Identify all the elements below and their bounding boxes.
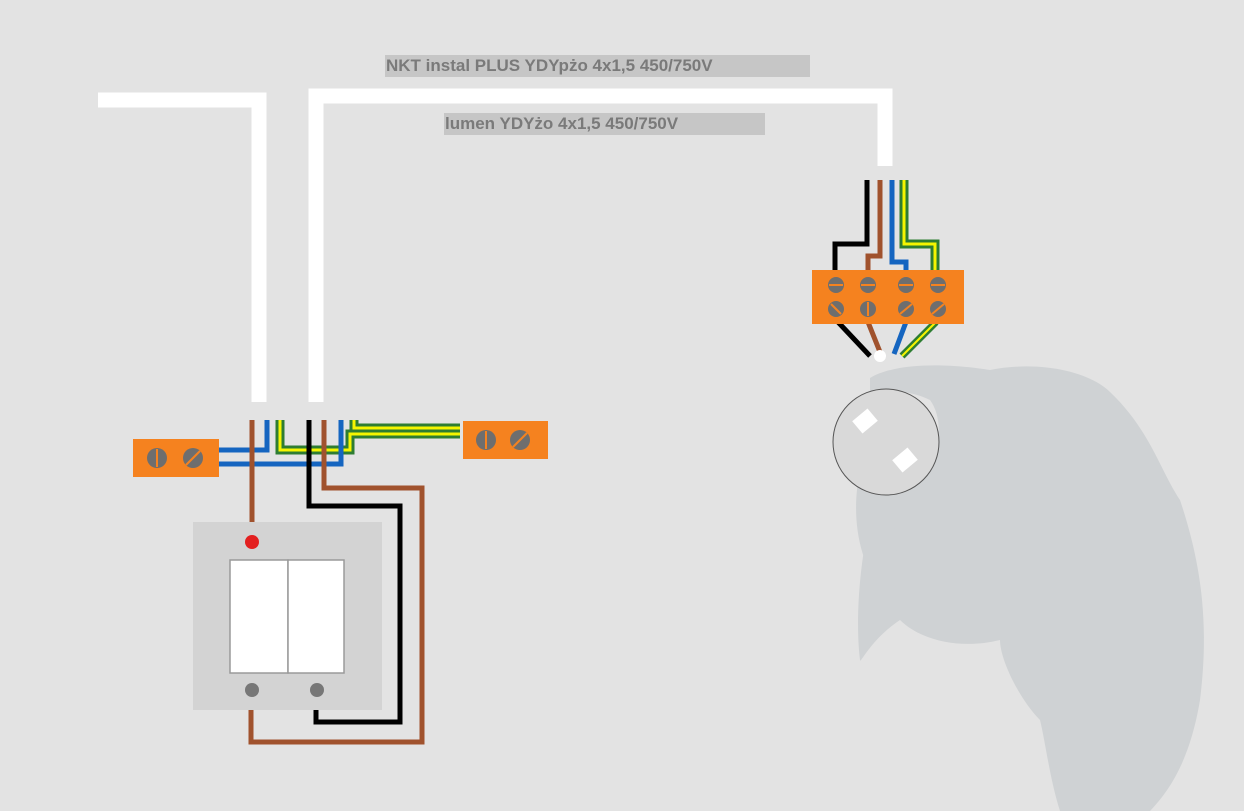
cable-label-lumen: lumen YDYżo 4x1,5 450/750V: [444, 113, 765, 135]
person-silhouette: [856, 365, 1204, 811]
cable-label-nkt: NKT instal PLUS YDYpżo 4x1,5 450/750V: [385, 55, 810, 77]
switch-right-terminal-block: [463, 421, 548, 459]
ceiling-wires: [832, 180, 940, 359]
switch-left-rocker: [229, 559, 289, 674]
cable-right-sheath: [308, 88, 893, 402]
switch-left-terminal-block: [133, 439, 219, 477]
double-light-switch: [193, 522, 382, 710]
switch-right-rocker: [287, 559, 345, 674]
ceiling-terminal-block: [812, 270, 964, 324]
switch-indicator-led: [245, 535, 259, 549]
switch-box-wires: [218, 420, 460, 745]
cable-left-sheath: [98, 92, 267, 402]
ceiling-lamp: [832, 350, 940, 496]
switch-terminal-left: [245, 683, 259, 697]
switch-terminal-right: [310, 683, 324, 697]
cable-sheaths: [98, 88, 893, 402]
